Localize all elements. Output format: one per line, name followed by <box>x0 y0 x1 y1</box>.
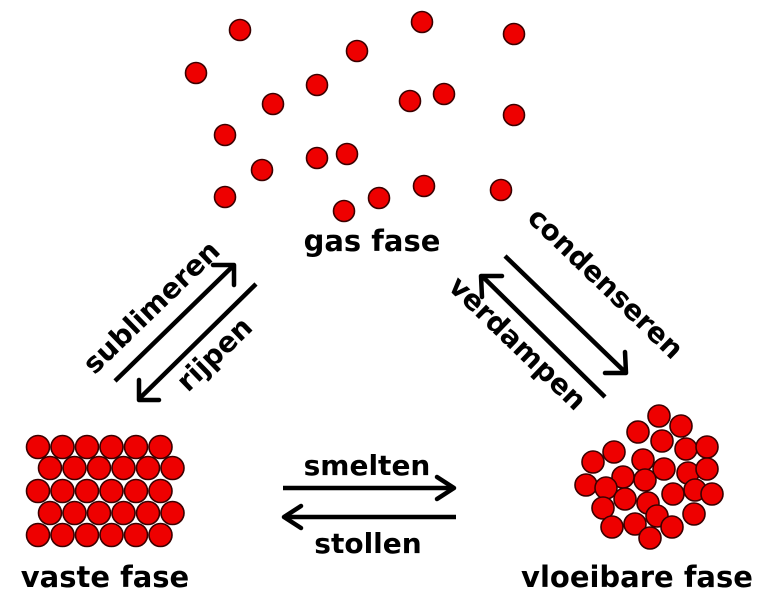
solid-particle <box>25 434 51 460</box>
liquid-particle <box>669 414 693 438</box>
stollen-label: stollen <box>314 527 421 560</box>
solid-particles <box>25 434 185 548</box>
solid-particle <box>37 455 63 481</box>
solid-particle <box>74 434 100 460</box>
solid-particle <box>50 434 75 460</box>
liquid-particle <box>602 440 626 464</box>
liquid-particle <box>600 515 624 539</box>
gas-particle <box>432 82 456 106</box>
liquid-particle <box>682 502 706 526</box>
gas-particle <box>332 199 356 223</box>
liquid-particle <box>700 482 724 506</box>
gas-particle <box>305 73 329 97</box>
verdampen-arrow <box>478 273 607 399</box>
gas-particle <box>184 61 208 85</box>
gas-particle <box>345 39 369 63</box>
solid-particle <box>86 455 112 481</box>
solid-particle <box>135 455 161 481</box>
solid-particle <box>111 500 136 526</box>
gas-phase-label: gas fase <box>304 224 441 258</box>
solid-particle <box>25 522 51 548</box>
liquid-particle <box>638 526 662 550</box>
solid-particle <box>74 478 100 504</box>
smelten-arrow <box>283 474 457 502</box>
gas-particle <box>398 89 422 113</box>
solid-particle <box>148 434 173 460</box>
solid-particle <box>99 522 124 548</box>
solid-particle <box>50 478 75 504</box>
solid-particle <box>37 500 63 526</box>
solid-particle <box>148 478 173 504</box>
gas-particle <box>335 142 359 166</box>
liquid-particle <box>647 404 671 428</box>
liquid-particle <box>650 429 674 453</box>
solid-particle <box>62 455 87 481</box>
condenseren-arrow <box>503 254 629 376</box>
gas-particle <box>228 18 252 42</box>
liquid-particle <box>661 482 685 506</box>
solid-particle <box>135 500 161 526</box>
liquid-particle <box>631 448 655 472</box>
stollen-arrow <box>281 503 456 531</box>
gas-particles <box>184 10 526 223</box>
liquid-particles <box>574 404 724 550</box>
solid-particle <box>74 522 100 548</box>
gas-particle <box>261 92 285 116</box>
liquid-particle <box>695 457 719 481</box>
solid-particle <box>86 500 112 526</box>
liquid-particle <box>626 420 650 444</box>
liquid-particle <box>591 496 615 520</box>
solid-particle <box>99 434 124 460</box>
solid-phase-label: vaste fase <box>21 560 189 594</box>
gas-particle <box>502 22 526 46</box>
gas-particle <box>367 186 391 210</box>
liquid-particle <box>652 457 676 481</box>
solid-particle <box>99 478 124 504</box>
gas-particle <box>213 123 237 147</box>
rijpen-arrow <box>136 282 258 403</box>
liquid-particle <box>633 468 657 492</box>
sublimeren-arrow <box>113 262 237 383</box>
liquid-particle <box>674 437 698 461</box>
liquid-particle <box>695 435 719 459</box>
verdampen-label: verdampen <box>442 269 593 416</box>
liquid-particle <box>660 515 684 539</box>
solid-particle <box>62 500 87 526</box>
gas-particle <box>213 185 237 209</box>
solid-particle <box>25 478 51 504</box>
gas-particle <box>489 178 513 202</box>
solid-particle <box>123 434 149 460</box>
solid-particle <box>148 522 173 548</box>
solid-particle <box>123 522 149 548</box>
liquid-particle <box>623 512 647 536</box>
gas-particle <box>412 174 436 198</box>
liquid-phase-label: vloeibare fase <box>521 560 753 594</box>
liquid-particle <box>581 450 605 474</box>
solid-particle <box>160 500 185 526</box>
solid-particle <box>123 478 149 504</box>
smelten-label: smelten <box>304 449 431 482</box>
solid-particle <box>50 522 75 548</box>
liquid-particle <box>574 473 598 497</box>
gas-particle <box>250 158 274 182</box>
solid-particle <box>160 455 185 481</box>
solid-particle <box>111 455 136 481</box>
gas-particle <box>502 103 526 127</box>
gas-particle <box>410 10 434 34</box>
liquid-particle <box>613 487 637 511</box>
gas-particle <box>305 146 329 170</box>
